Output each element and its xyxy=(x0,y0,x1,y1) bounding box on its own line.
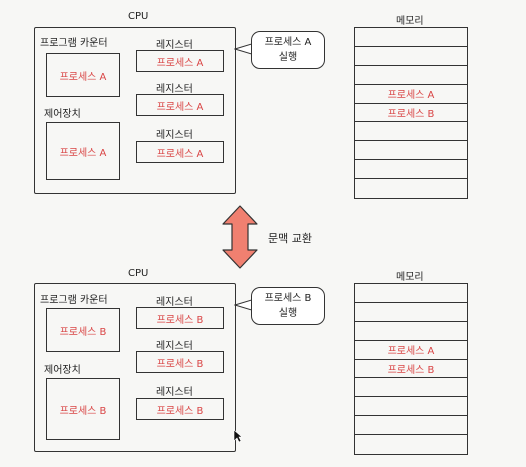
cpu-box-top xyxy=(34,27,236,194)
cpu-box-bottom xyxy=(34,283,236,452)
cpu-title-top: CPU xyxy=(128,11,149,22)
bubble-line1-bottom: 프로세스 B xyxy=(264,293,312,304)
control-unit-value-bottom: 프로세스 B xyxy=(46,378,120,440)
register-label-top-3: 레지스터 xyxy=(156,130,193,141)
register-label-bottom-3: 레지스터 xyxy=(156,387,193,398)
memory-title-top: 메모리 xyxy=(396,16,424,27)
bubble-line2-bottom: 실행 xyxy=(278,308,298,319)
register-value-top-3: 프로세스 A xyxy=(136,141,224,163)
cpu-title-bottom: CPU xyxy=(128,268,149,279)
double-arrow-icon xyxy=(222,205,258,269)
memory-row xyxy=(355,179,467,198)
memory-row: 프로세스 B xyxy=(355,104,467,123)
memory-row: 프로세스 A xyxy=(355,85,467,104)
speech-bubble-bottom: 프로세스 B 실행 xyxy=(251,287,325,325)
register-value-top-2: 프로세스 A xyxy=(136,94,224,116)
pc-label-bottom: 프로그램 카운터 xyxy=(40,295,108,306)
register-label-bottom-2: 레지스터 xyxy=(156,341,193,352)
pc-value-bottom: 프로세스 B xyxy=(46,308,120,352)
bubble-line2-top: 실행 xyxy=(278,52,298,63)
control-unit-label-bottom: 제어장치 xyxy=(44,365,81,376)
memory-row xyxy=(355,122,467,142)
pc-label-top: 프로그램 카운터 xyxy=(40,38,108,49)
memory-title-bottom: 메모리 xyxy=(396,272,424,283)
memory-row xyxy=(355,416,467,436)
memory-row xyxy=(355,28,467,47)
register-value-bottom-2: 프로세스 B xyxy=(136,351,224,373)
memory-row xyxy=(355,284,467,303)
memory-row xyxy=(355,303,467,322)
register-label-top-2: 레지스터 xyxy=(156,84,193,95)
register-value-top-1: 프로세스 A xyxy=(136,50,224,72)
register-value-bottom-1: 프로세스 B xyxy=(136,307,224,329)
bubble-line1-top: 프로세스 A xyxy=(264,37,312,48)
pc-value-top: 프로세스 A xyxy=(46,53,120,97)
register-label-bottom-1: 레지스터 xyxy=(156,297,193,308)
memory-box-bottom: 프로세스 A 프로세스 B xyxy=(354,283,468,456)
memory-row: 프로세스 B xyxy=(355,360,467,379)
control-unit-value-top: 프로세스 A xyxy=(46,122,120,180)
memory-box-top: 프로세스 A 프로세스 B xyxy=(354,27,468,200)
control-unit-label-top: 제어장치 xyxy=(44,109,81,120)
memory-row: 프로세스 A xyxy=(355,341,467,360)
memory-row xyxy=(355,378,467,398)
register-value-bottom-3: 프로세스 B xyxy=(136,398,224,420)
memory-row xyxy=(355,435,467,454)
context-switch-label: 문맥 교환 xyxy=(268,232,312,245)
memory-row xyxy=(355,160,467,180)
memory-row xyxy=(355,47,467,66)
memory-row xyxy=(355,322,467,341)
memory-row xyxy=(355,397,467,417)
memory-row xyxy=(355,66,467,85)
speech-bubble-top: 프로세스 A 실행 xyxy=(251,31,325,69)
mouse-cursor-icon xyxy=(233,429,243,443)
register-label-top-1: 레지스터 xyxy=(156,40,193,51)
memory-row xyxy=(355,141,467,161)
